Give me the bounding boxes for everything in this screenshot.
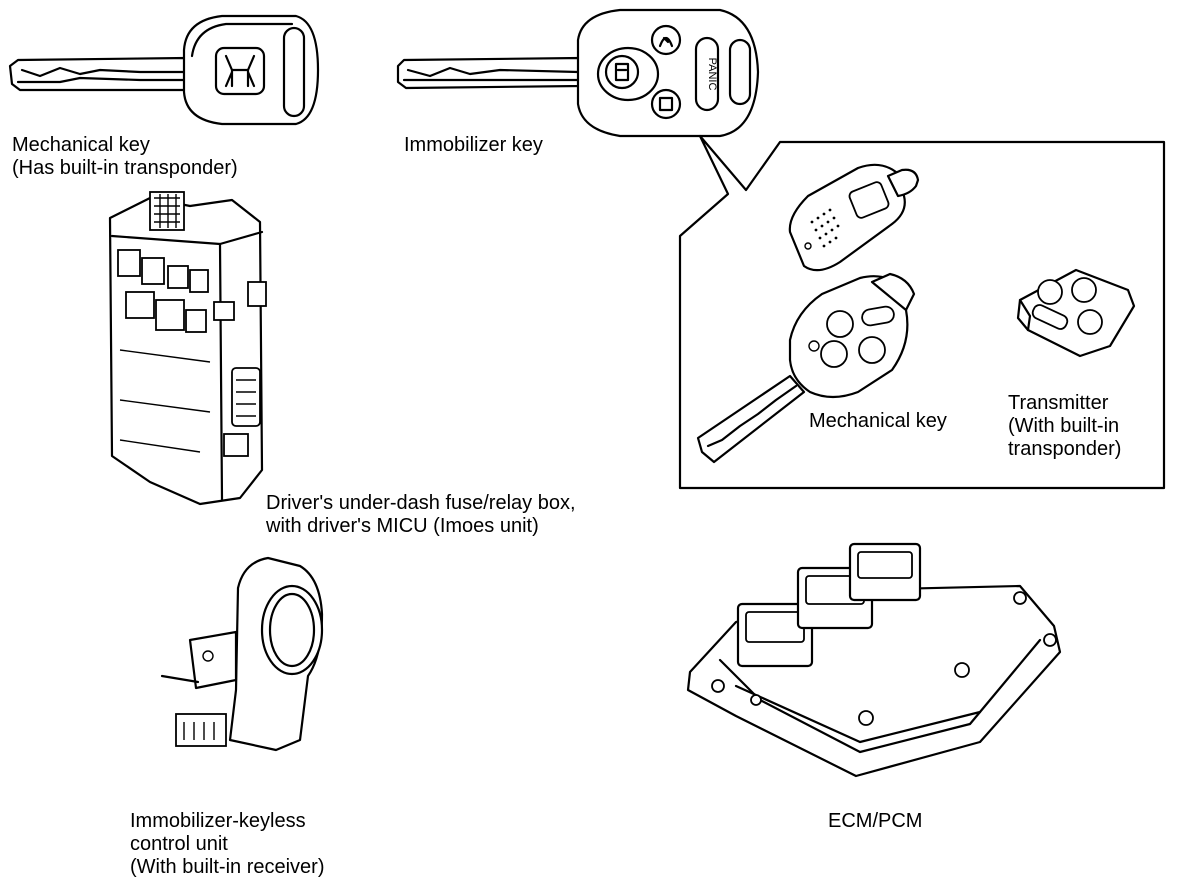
label-line: (Has built-in transponder) bbox=[12, 157, 238, 179]
label-line: (With built-in receiver) bbox=[130, 856, 325, 878]
label-line: Immobilizer-keyless bbox=[130, 810, 306, 832]
label-line: (With built-in bbox=[1008, 415, 1120, 437]
fuse-relay-box-illustration bbox=[108, 191, 267, 506]
immobilizer-key-illustration bbox=[396, 8, 760, 138]
label-ecm-pcm: ECM/PCM bbox=[828, 810, 922, 833]
label-inset-mechanical-key: Mechanical key bbox=[809, 410, 947, 433]
inset-mechanical-key bbox=[696, 272, 916, 464]
label-mechanical-key: Mechanical key (Has built-in transponder… bbox=[12, 134, 238, 180]
control-unit-illustration bbox=[160, 556, 324, 752]
label-line: control unit bbox=[130, 833, 228, 855]
label-control-unit: Immobilizer-keyless control unit (With b… bbox=[130, 810, 324, 879]
label-fuse-box: Driver's under-dash fuse/relay box, with… bbox=[266, 492, 576, 538]
panic-button-label: PANIC bbox=[706, 58, 718, 91]
label-line: Mechanical key bbox=[12, 134, 150, 156]
label-line: Immobilizer key bbox=[404, 134, 543, 156]
label-line: Transmitter bbox=[1008, 392, 1109, 414]
label-line: transponder) bbox=[1008, 438, 1122, 460]
label-transmitter: Transmitter (With built-in transponder) bbox=[1008, 392, 1121, 461]
label-line: Driver's under-dash fuse/relay box, bbox=[266, 492, 576, 514]
label-line: ECM/PCM bbox=[828, 810, 923, 832]
label-line: Mechanical key bbox=[809, 410, 947, 432]
inset-transmitter bbox=[1016, 268, 1136, 358]
inset-key-head bbox=[788, 163, 920, 272]
label-immobilizer-key: Immobilizer key bbox=[404, 134, 543, 157]
label-line: with driver's MICU (Imoes unit) bbox=[266, 515, 539, 537]
mechanical-key-illustration bbox=[8, 14, 320, 126]
ecm-pcm-illustration bbox=[686, 542, 1062, 778]
